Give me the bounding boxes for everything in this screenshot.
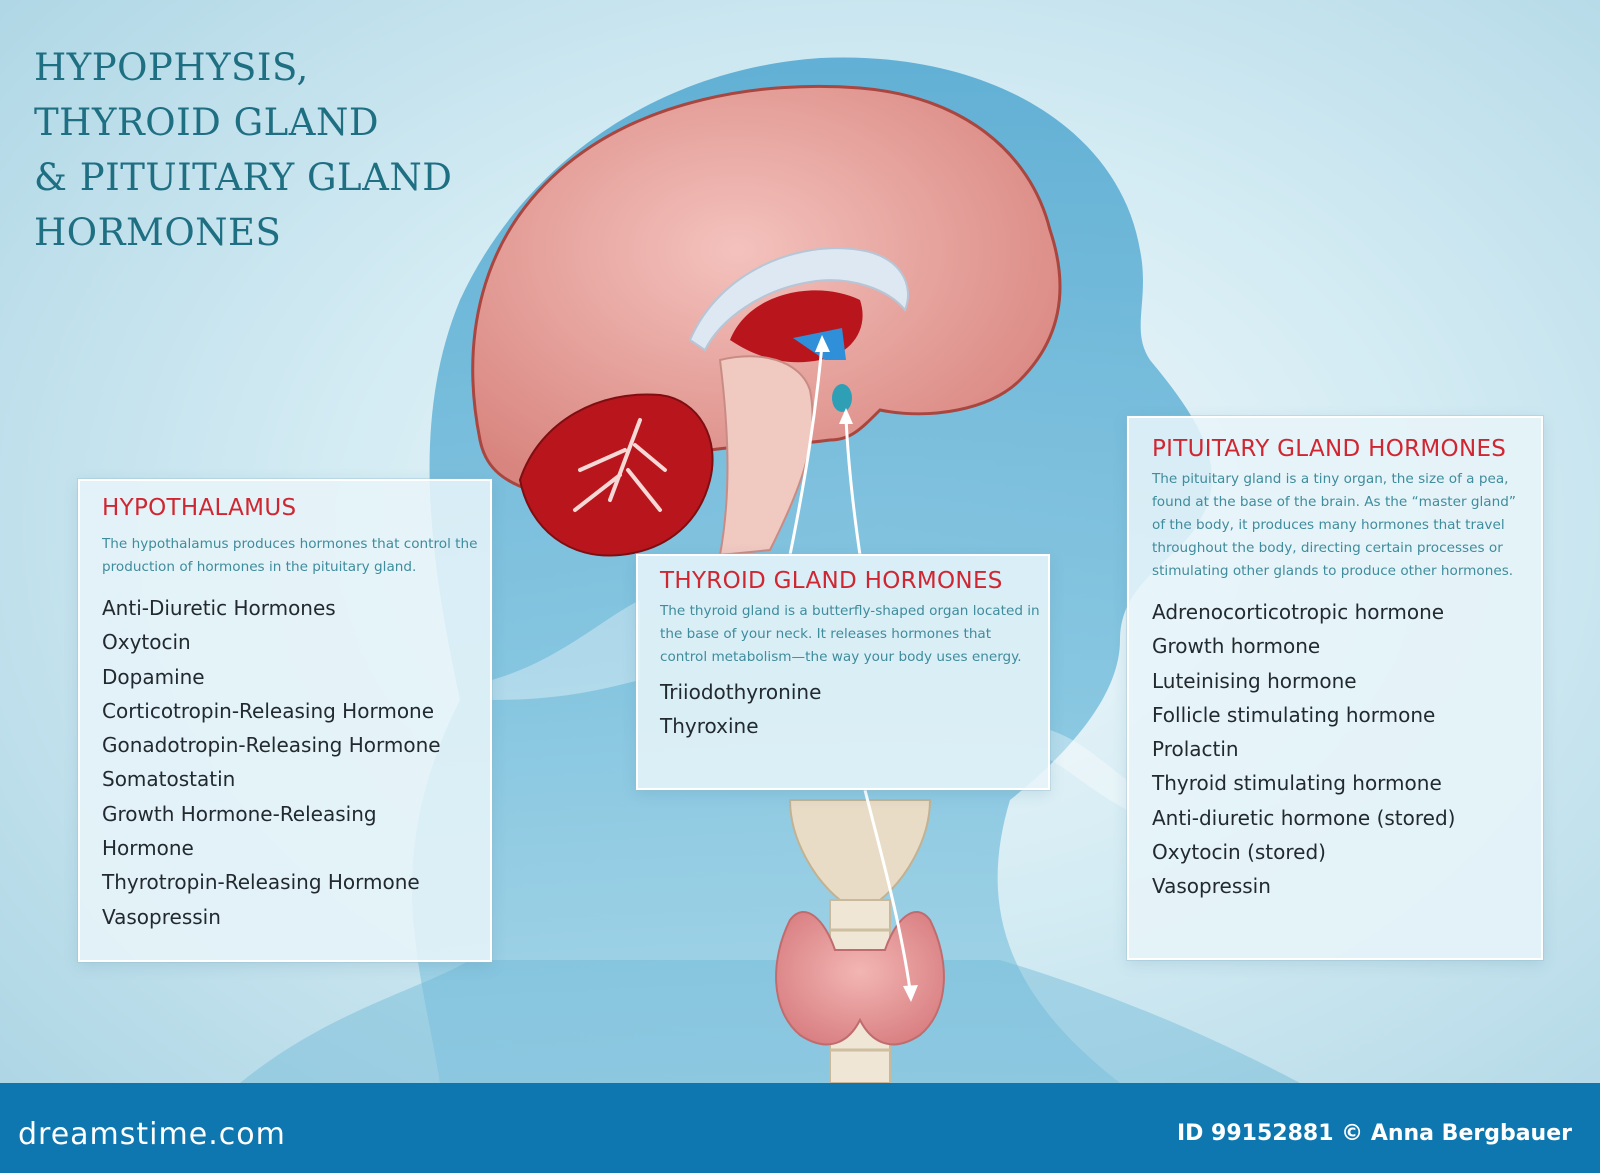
hypothalamus-description: The hypothalamus produces hormones that …: [102, 536, 478, 575]
title-line: HYPOPHYSIS,: [34, 46, 309, 89]
list-item: Oxytocin: [102, 630, 191, 655]
hypothalamus-hormone-list: Anti-Diuretic Hormones Oxytocin Dopamine…: [102, 591, 480, 934]
list-item: Thyroxine: [660, 714, 759, 739]
list-item: Vasopressin: [1152, 874, 1271, 899]
list-item: Growth Hormone-Releasing: [102, 801, 377, 826]
arrow-to-thyroid: [863, 789, 912, 991]
list-item: Prolactin: [1152, 737, 1239, 762]
pituitary-description: The pituitary gland is a tiny organ, the…: [1152, 471, 1516, 579]
thyroid-description: The thyroid gland is a butterfly-shaped …: [660, 603, 1040, 665]
pituitary-gland: [832, 384, 852, 412]
hypothalamus-heading: HYPOTHALAMUS: [102, 495, 297, 521]
brand-logo[interactable]: dreamstime.com: [18, 1117, 286, 1152]
list-item: Anti-Diuretic Hormones: [102, 596, 336, 620]
brainstem: [718, 355, 814, 557]
list-item: Somatostatin: [102, 767, 236, 792]
arrow-to-hypothalamus: [788, 344, 824, 556]
hypothalamus-panel: HYPOTHALAMUS The hypothalamus produces h…: [78, 479, 492, 962]
arrow-to-pituitary: [844, 417, 862, 556]
page-title: HYPOPHYSIS, THYROID GLAND & PITUITARY GL…: [34, 40, 494, 260]
image-credit: ID 99152881 © Anna Bergbauer: [1176, 1121, 1572, 1146]
list-item: Anti-diuretic hormone (stored): [1152, 805, 1456, 830]
connector-hypothalamus: [492, 600, 640, 700]
cerebellum: [518, 393, 714, 557]
list-item: Oxytocin (stored): [1152, 840, 1326, 865]
footer-bar: dreamstime.com ID 99152881 © Anna Bergba…: [0, 1083, 1600, 1173]
list-item: Hormone: [102, 836, 194, 861]
title-line: THYROID GLAND: [34, 101, 379, 144]
list-item: Thyrotropin-Releasing Hormone: [102, 870, 420, 895]
list-item: Corticotropin-Releasing Hormone: [102, 698, 435, 723]
title-line: & PITUITARY GLAND: [34, 156, 453, 199]
list-item: Triiodothyronine: [660, 680, 822, 704]
pituitary-heading: PITUITARY GLAND HORMONES: [1152, 436, 1507, 462]
list-item: Dopamine: [102, 664, 205, 689]
corpus-callosum: [688, 247, 909, 352]
arrow-head-hypothalamus: [815, 335, 830, 352]
pituitary-hormone-list: Adrenocorticotropic hormone Growth hormo…: [1152, 595, 1533, 904]
list-item: Adrenocorticotropic hormone: [1152, 600, 1445, 624]
pituitary-panel: PITUITARY GLAND HORMONES The pituitary g…: [1127, 416, 1543, 960]
thyroid-heading: THYROID GLAND HORMONES: [660, 568, 1003, 594]
list-item: Thyroid stimulating hormone: [1152, 771, 1442, 796]
cerebellum-branches: [573, 418, 667, 512]
thyroid-hormone-list: Triiodothyronine Thyroxine: [660, 675, 1040, 744]
title-line: HORMONES: [34, 211, 282, 254]
list-item: Luteinising hormone: [1152, 668, 1357, 693]
list-item: Growth hormone: [1152, 634, 1321, 659]
connector-pituitary: [1050, 730, 1127, 810]
list-item: Vasopressin: [102, 904, 221, 929]
list-item: Gonadotropin-Releasing Hormone: [102, 733, 441, 758]
list-item: Follicle stimulating hormone: [1152, 702, 1436, 727]
shoulder-silhouette: [240, 960, 1300, 1083]
arrow-head-pituitary: [839, 408, 853, 424]
arrow-head-thyroid: [903, 985, 918, 1002]
thyroid-panel: THYROID GLAND HORMONES The thyroid gland…: [636, 554, 1050, 790]
